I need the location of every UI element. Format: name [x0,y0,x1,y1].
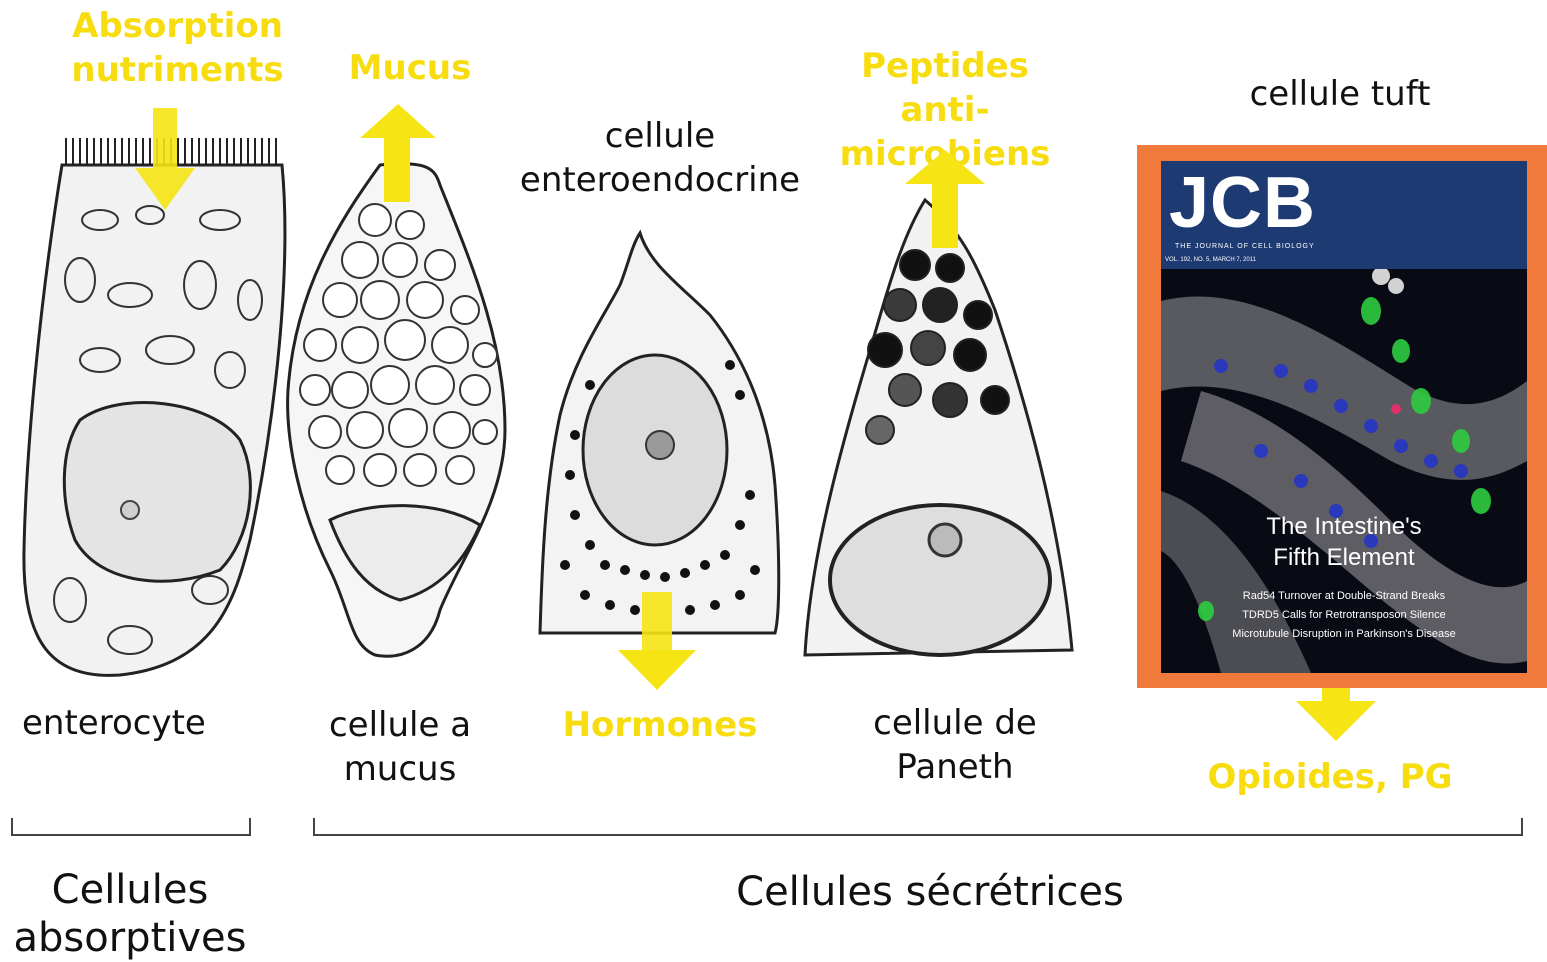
cover-micrograph: JCB THE JOURNAL OF CELL BIOLOGY VOL. 192… [1161,161,1527,673]
absorptive-bracket [11,818,251,836]
absorptive-cells-label: Cellules absorptives [10,866,250,962]
cover-title: The Intestine's Fifth Element [1161,511,1527,573]
enterocyte-nucleus [64,403,250,582]
hormones-label: Hormones [560,703,760,747]
opioides-label: Opioides, PG [1200,755,1460,799]
enteroendocrine-cell-illustration [530,225,790,645]
goblet-cell-illustration [280,140,520,680]
cover-headlines: Rad54 Turnover at Double-Strand Breaks T… [1161,587,1527,644]
cover-header-band: JCB THE JOURNAL OF CELL BIOLOGY VOL. 192… [1161,161,1527,269]
hormones-arrow [618,592,698,692]
jcb-logo: JCB [1169,167,1316,239]
absorption-arrow [135,108,215,213]
paneth-cell-illustration [800,190,1080,670]
paneth-cell-label: cellule de Paneth [840,701,1070,789]
goblet-cell-label: cellule a mucus [300,703,500,791]
mucus-label: Mucus [345,46,475,90]
absorption-label: Absorption nutriments [70,4,285,92]
jcb-volume: VOL. 192, NO. 5, MARCH 7, 2011 [1165,257,1256,263]
jcb-subtitle: THE JOURNAL OF CELL BIOLOGY [1175,243,1315,250]
enteroendocrine-label: cellule enteroendocrine [510,114,810,202]
secretory-bracket [313,818,1523,836]
jcb-journal-cover: JCB THE JOURNAL OF CELL BIOLOGY VOL. 192… [1137,145,1547,688]
tuft-cell-label: cellule tuft [1230,72,1450,116]
secretory-cells-label: Cellules sécrétrices [650,868,1210,916]
mucus-arrow [360,104,440,204]
peptides-arrow [905,150,985,250]
enterocyte-label: enterocyte [22,701,206,745]
